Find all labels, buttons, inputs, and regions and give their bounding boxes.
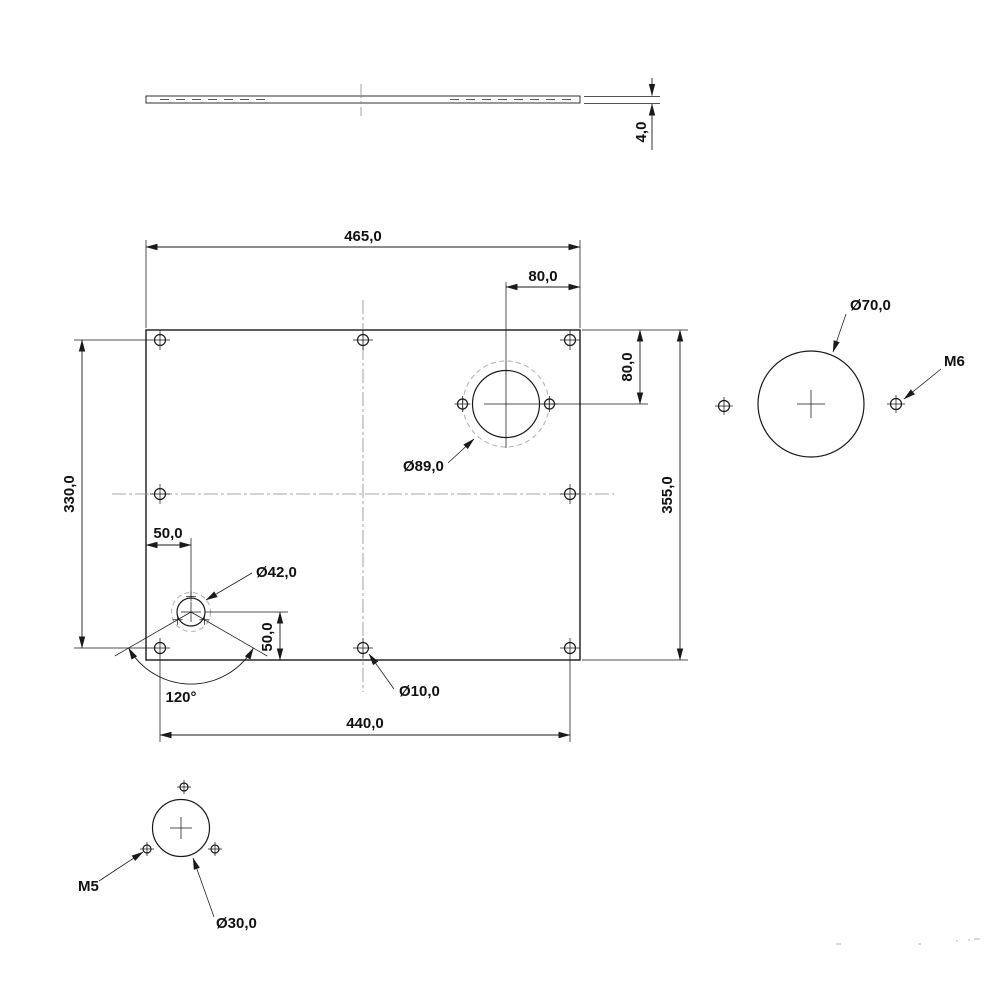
dim-thickness-label: 4,0: [633, 122, 650, 143]
dim-small-hole-y: 50,0: [205, 611, 288, 661]
label-big-hole-dia-text: Ø89,0: [403, 458, 444, 475]
small-hole-detail-view: M5 Ø30,0: [78, 780, 257, 932]
large-hole-detail-view: Ø70,0 M6: [715, 297, 965, 458]
dim-thickness: 4,0: [584, 78, 660, 150]
detail-small-crosshair: [170, 817, 192, 839]
dim-small-hole-y-label: 50,0: [259, 622, 276, 651]
dim-big-hole-y-label: 80,0: [619, 352, 636, 381]
small-hole: [170, 591, 212, 633]
dim-angle: 120°: [114, 611, 268, 706]
dim-angle-label: 120°: [165, 689, 196, 706]
detail-small-circle: [151, 798, 211, 858]
detail-large-crosshair: [797, 390, 825, 418]
big-hole-circle: [471, 369, 541, 439]
label-detail-large-dia-text: Ø70,0: [850, 297, 891, 314]
dim-big-hole-y: 80,0: [619, 329, 644, 405]
plate-edge-profile: [145, 95, 581, 104]
side-view: 4,0: [145, 78, 660, 150]
label-detail-small-dia: Ø30,0: [192, 857, 257, 932]
detail-m6-crosshairs: [715, 395, 905, 415]
dim-bolt-span-bottom: 440,0: [159, 658, 571, 742]
dim-height-right: 355,0: [582, 329, 688, 661]
label-m5-thread: M5: [78, 851, 144, 895]
label-small-hole-dia: Ø42,0: [205, 564, 297, 601]
label-detail-small-dia-text: Ø30,0: [216, 915, 257, 932]
dim-width-top-label: 465,0: [344, 228, 382, 245]
dim-big-hole-x: 80,0: [505, 268, 581, 291]
label-big-hole-dia: Ø89,0: [403, 438, 475, 475]
dim-big-hole-x-label: 80,0: [528, 268, 557, 285]
label-m5-thread-text: M5: [78, 878, 99, 895]
dim-small-hole-x: 50,0: [145, 525, 192, 596]
label-m6-thread-text: M6: [944, 353, 965, 370]
mounting-holes: [150, 330, 580, 658]
m6-hole-crosshairs: [454, 396, 558, 412]
big-hole: [454, 282, 648, 448]
label-corner-hole-dia-text: Ø10,0: [399, 683, 440, 700]
dim-height-right-label: 355,0: [659, 476, 676, 514]
dim-bolt-span-left-label: 330,0: [61, 475, 78, 513]
plan-view: 465,0 80,0 80,0 355,0 330,0 50,0: [61, 228, 688, 742]
label-corner-hole-dia: Ø10,0: [368, 653, 440, 700]
detail-large-circle: [757, 350, 865, 458]
scan-artifacts: [836, 938, 980, 945]
dim-bolt-span-bottom-label: 440,0: [346, 715, 384, 732]
label-detail-large-dia: Ø70,0: [832, 297, 891, 353]
label-small-hole-dia-text: Ø42,0: [256, 564, 297, 581]
label-m6-thread: M6: [903, 353, 965, 400]
dim-small-hole-x-label: 50,0: [153, 525, 182, 542]
detail-m5-crosshairs: [140, 780, 222, 856]
